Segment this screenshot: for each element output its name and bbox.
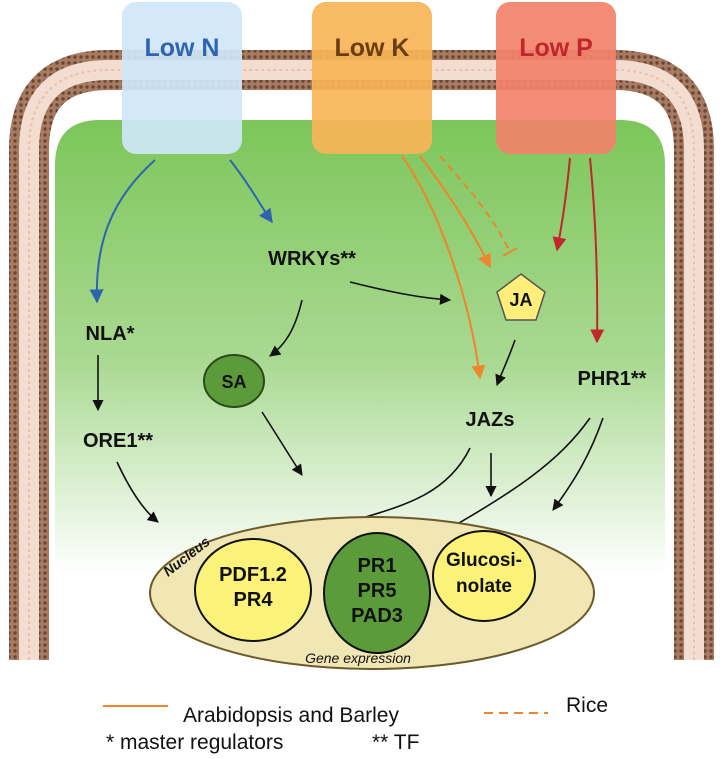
node-ja: JA: [509, 290, 532, 310]
arrow-lowp-ja: [552, 157, 571, 252]
arrow-wrkys-sa: [269, 299, 303, 357]
node-wrkys: WRKYs**: [268, 248, 356, 270]
low-p-box: [496, 2, 616, 154]
low-k-label: Low K: [335, 34, 410, 62]
node-sa-shape: [203, 354, 265, 408]
arrow-wrkys-ja: [349, 281, 452, 305]
arrow-ore1-nucleus: [116, 461, 159, 523]
low-n-label: Low N: [145, 34, 220, 62]
gene-pr4: PR4: [234, 589, 274, 611]
arrow-lown-wrkys: [229, 159, 273, 224]
gene-pr1: PR1: [358, 555, 397, 577]
gene-pad3: PAD3: [351, 605, 403, 627]
arrow-sa-nucleus: [261, 411, 303, 476]
arrow-ja-jazs: [495, 339, 516, 387]
gene-group-pdf: [194, 538, 312, 642]
gene-pdf12: PDF1.2: [219, 564, 287, 586]
arrow-lowk-ja-rice: [439, 155, 511, 253]
low-k-box: [312, 2, 432, 154]
gene-pr5: PR5: [358, 580, 397, 602]
arrow-lown-nla: [89, 159, 156, 304]
arrow-lowp-phr1: [589, 157, 605, 344]
gene-group-pr: [323, 532, 431, 654]
legend-master-regulators: * master regulators: [106, 731, 283, 754]
legend-dashed-label: Rice: [566, 694, 608, 717]
inhibition-bar-rice: [502, 247, 518, 257]
gene-group-glucosinolate: [432, 530, 536, 622]
low-n-box: [122, 2, 242, 154]
gene-expression-label: Gene expression: [305, 650, 411, 666]
node-sa: SA: [221, 372, 246, 392]
arrow-lowk-jazs: [401, 155, 486, 380]
gene-nolate: nolate: [456, 576, 512, 597]
cell-interior: [55, 120, 665, 655]
node-phr1: PHR1**: [578, 368, 647, 390]
arrow-phr1-glucosinolate: [552, 417, 604, 511]
node-ore1: ORE1**: [83, 430, 153, 452]
low-p-label: Low P: [519, 34, 593, 62]
arrow-lowk-ja: [419, 155, 491, 269]
membrane-core-lines: [28, 69, 695, 660]
legend-solid-label: Arabidopsis and Barley: [183, 704, 399, 727]
legend-tf: ** TF: [372, 731, 419, 754]
gene-glucosi: Glucosi-: [446, 550, 522, 571]
node-nla: NLA*: [86, 323, 135, 345]
node-ja-shape: [496, 273, 546, 321]
node-jazs: JAZs: [466, 409, 515, 431]
